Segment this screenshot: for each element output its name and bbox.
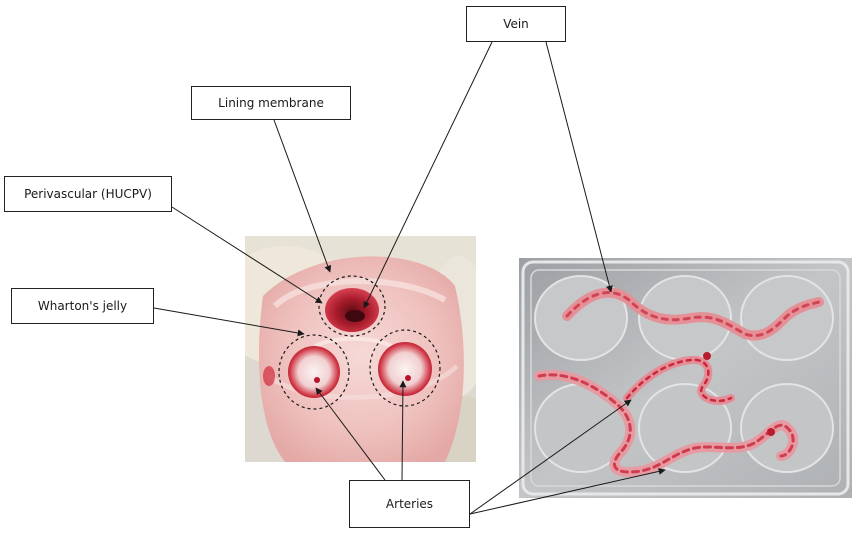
artery-right-outline <box>369 329 441 407</box>
vein-outline <box>318 275 386 337</box>
arteries-label: Arteries <box>349 480 470 528</box>
lining-membrane-label: Lining membrane <box>191 86 351 120</box>
dissected-cord-image <box>519 258 852 498</box>
whartons-jelly-pointer <box>153 307 305 337</box>
vein-pointer-to-cross-section <box>363 41 493 309</box>
vein-label: Vein <box>466 6 566 42</box>
lining-membrane-pointer <box>273 119 332 273</box>
perivascular-pointer <box>171 206 323 304</box>
cord-cross-section-image <box>245 236 476 462</box>
whartons-jelly-label: Wharton's jelly <box>11 288 154 324</box>
arteries-pointer-dish-lower <box>469 467 666 515</box>
arteries-pointer-left <box>315 387 386 481</box>
perivascular-label: Perivascular (HUCPV) <box>4 176 172 212</box>
arteries-pointer-right <box>399 380 407 481</box>
artery-left-outline <box>278 334 350 410</box>
arteries-pointer-dish-upper <box>469 399 632 515</box>
vein-pointer-to-dissected <box>545 41 613 293</box>
